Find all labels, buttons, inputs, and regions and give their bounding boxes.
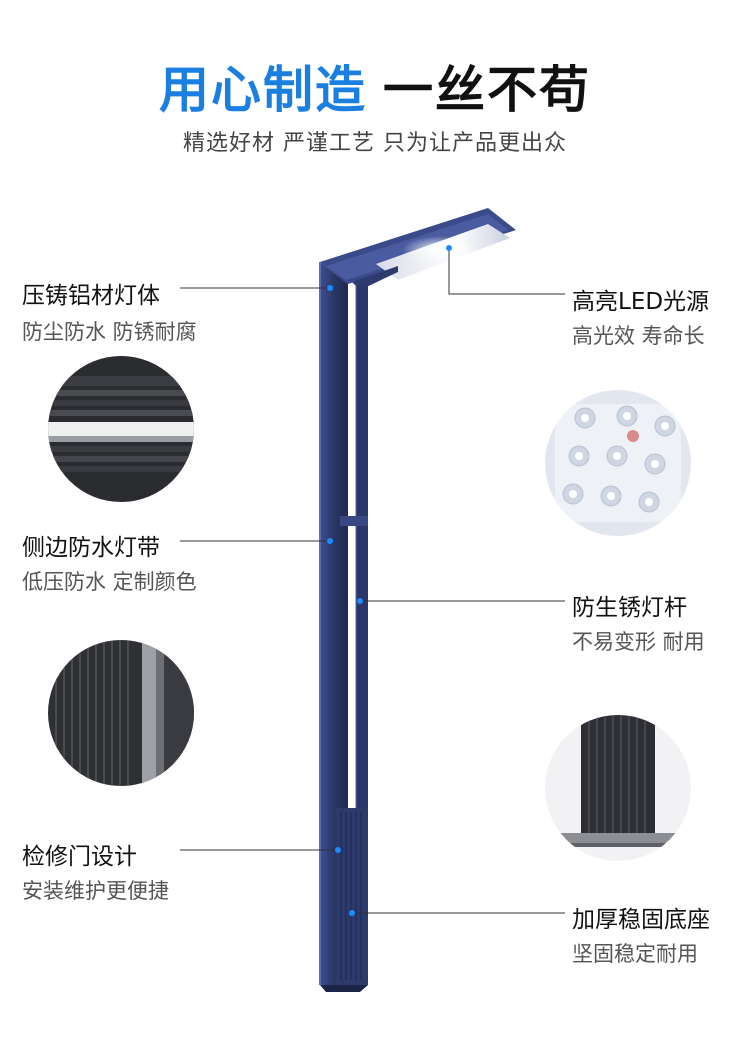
side-strip-detail-icon [48, 640, 194, 786]
led-chip-detail-icon [545, 390, 691, 536]
callout-desc-door: 安装维护更便捷 [22, 879, 169, 903]
callout-title-body: 压铸铝材灯体 [22, 283, 160, 309]
page-subtitle: 精选好材 严谨工艺 只为让产品更出众 [183, 131, 567, 156]
aluminum-body-detail-icon [48, 356, 194, 502]
callout-title-door: 检修门设计 [22, 844, 137, 870]
leader-lines [180, 248, 565, 914]
page-title: 用心制造一丝不苟 [0, 50, 750, 122]
title-dark-text: 一丝不苟 [383, 61, 591, 119]
callout-title-base: 加厚稳固底座 [572, 907, 710, 933]
callout-desc-strip: 低压防水 定制颜色 [22, 570, 197, 594]
callout-desc-body: 防尘防水 防锈耐腐 [22, 320, 197, 344]
callout-title-led: 高亮LED光源 [572, 289, 710, 315]
callout-desc-led: 高光效 寿命长 [572, 324, 705, 348]
callout-title-pole: 防生锈灯杆 [572, 595, 687, 621]
callout-desc-pole: 不易变形 耐用 [572, 630, 705, 654]
callout-title-strip: 侧边防水灯带 [22, 535, 160, 561]
title-accent-text: 用心制造 [159, 61, 367, 119]
marker-dots [327, 245, 452, 916]
lamp-pole [319, 262, 368, 992]
callout-desc-base: 坚固稳定耐用 [572, 942, 698, 966]
base-detail-icon [545, 715, 691, 861]
lamp-arm [320, 208, 516, 290]
